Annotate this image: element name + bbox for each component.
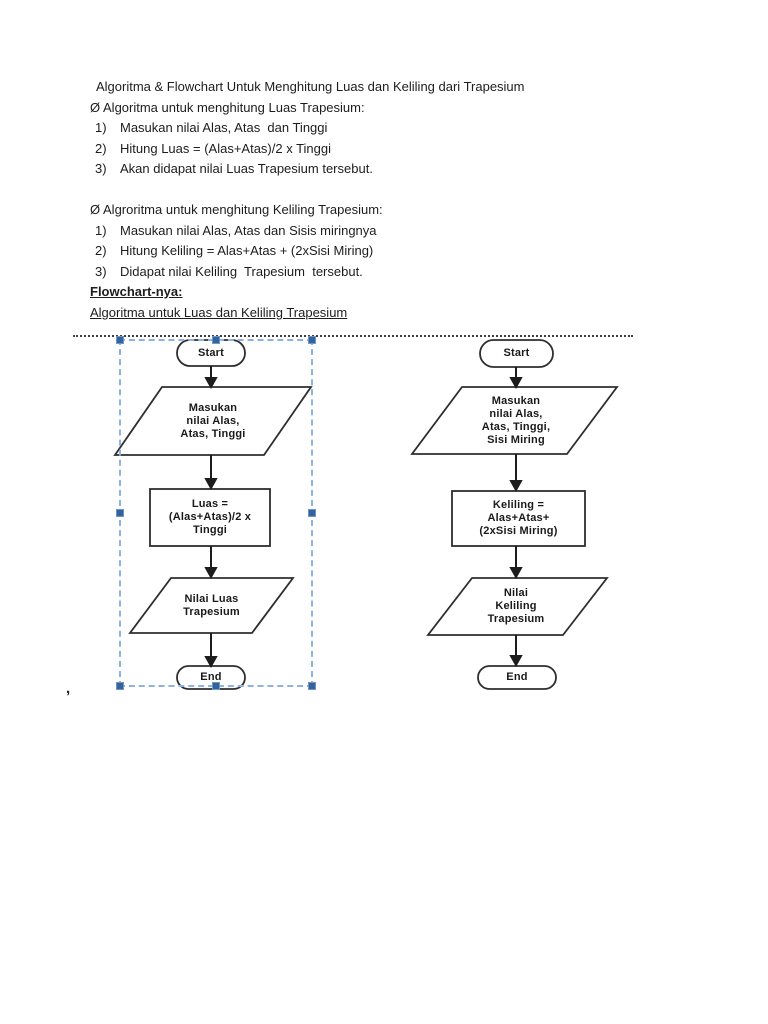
keliling-arrowhead-2: [509, 480, 523, 493]
list-text: Masukan nilai Alas, Atas dan Sisis mirin…: [120, 223, 377, 238]
keliling-arrowhead-3: [509, 567, 523, 580]
list-number: 1): [95, 120, 107, 135]
list-number: 1): [95, 223, 107, 238]
keliling-output-parallelogram[interactable]: [426, 577, 609, 636]
luas-item-1: 1) Masukan nilai Alas, Atas dan Tinggi: [95, 118, 327, 139]
list-text: Masukan nilai Alas, Atas dan Tinggi: [120, 120, 328, 135]
dotted-separator-line: [73, 335, 633, 337]
list-number: 2): [95, 141, 107, 156]
selection-handle-middle-right[interactable]: [308, 509, 316, 517]
selection-handle-top-middle[interactable]: [212, 336, 220, 344]
luas-heading: Ø Algoritma untuk menghitung Luas Trapes…: [90, 100, 365, 115]
flowchart-heading: Flowchart-nya:: [90, 284, 183, 299]
selection-handle-bottom-middle[interactable]: [212, 682, 220, 690]
luas-output-parallelogram[interactable]: [128, 577, 295, 634]
keliling-item-2: 2) Hitung Keliling = Alas+Atas + (2xSisi …: [95, 241, 373, 262]
luas-item-3: 3) Akan didapat nilai Luas Trapesium ters…: [95, 159, 373, 180]
list-number: 2): [95, 243, 107, 258]
keliling-input-parallelogram[interactable]: [410, 386, 619, 455]
luas-item-2: 2) Hitung Luas = (Alas+Atas)/2 x Tinggi: [95, 139, 331, 160]
doc-title: Algoritma & Flowchart Untuk Menghitung L…: [96, 79, 525, 94]
list-number: 3): [95, 161, 107, 176]
stray-comma-mark: ,: [66, 680, 71, 697]
list-text: Hitung Luas = (Alas+Atas)/2 x Tinggi: [120, 141, 332, 156]
luas-arrowhead-1: [204, 377, 218, 390]
keliling-heading: Ø Algroritma untuk menghitung Keliling T…: [90, 202, 383, 217]
selection-handle-top-left[interactable]: [116, 336, 124, 344]
list-text: Hitung Keliling = Alas+Atas + (2xSisi Mi…: [120, 243, 374, 258]
keliling-start-terminator[interactable]: [479, 339, 554, 368]
selection-handle-bottom-right[interactable]: [308, 682, 316, 690]
selection-handle-bottom-left[interactable]: [116, 682, 124, 690]
luas-arrowhead-2: [204, 478, 218, 491]
list-text: Didapat nilai Keliling Trapesium tersebu…: [120, 264, 363, 279]
keliling-item-1: 1) Masukan nilai Alas, Atas dan Sisis mir…: [95, 221, 377, 242]
luas-arrowhead-4: [204, 656, 218, 669]
luas-input-parallelogram[interactable]: [113, 386, 313, 456]
list-number: 3): [95, 264, 107, 279]
keliling-process-rectangle[interactable]: [451, 490, 586, 547]
luas-arrowhead-3: [204, 567, 218, 580]
selection-handle-top-right[interactable]: [308, 336, 316, 344]
flowchart-subtitle: Algoritma untuk Luas dan Keliling Trapes…: [90, 305, 348, 320]
keliling-arrowhead-1: [509, 377, 523, 390]
keliling-arrowhead-4: [509, 655, 523, 668]
luas-end-terminator[interactable]: [176, 665, 246, 690]
keliling-end-terminator[interactable]: [477, 665, 557, 690]
luas-start-terminator[interactable]: [176, 339, 246, 367]
luas-process-rectangle[interactable]: [149, 488, 271, 547]
keliling-item-3: 3) Didapat nilai Keliling Trapesium terse…: [95, 262, 363, 283]
selection-handle-middle-left[interactable]: [116, 509, 124, 517]
list-text: Akan didapat nilai Luas Trapesium terseb…: [120, 161, 373, 176]
